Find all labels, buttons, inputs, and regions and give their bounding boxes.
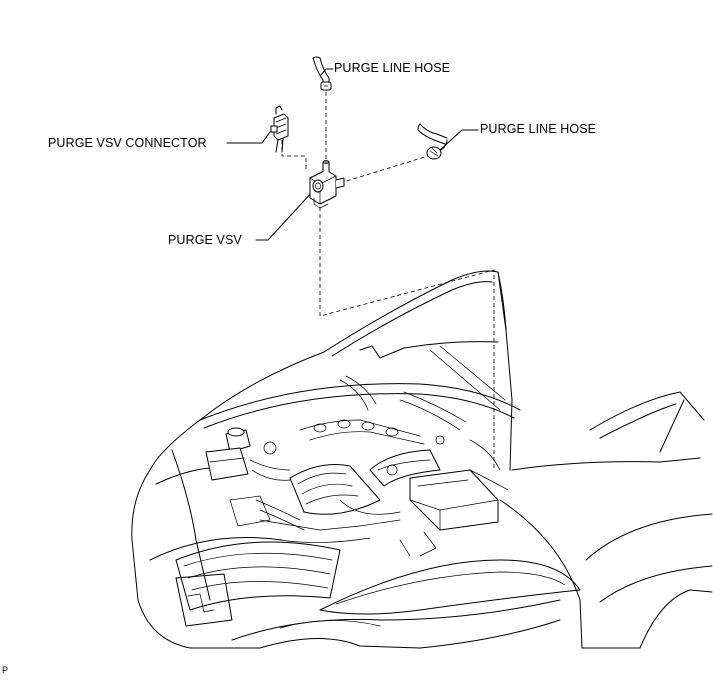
- engine-bay: [199, 375, 521, 557]
- figure-code: P: [2, 665, 9, 675]
- purge-vsv-part: [309, 160, 345, 209]
- leader-lines: [226, 68, 479, 241]
- label-purge-vsv-connector: PURGE VSV CONNECTOR: [48, 136, 207, 150]
- leader-hose-right: [439, 129, 479, 151]
- leader-connector: [226, 131, 271, 144]
- purge-vsv-connector-part: [270, 105, 289, 153]
- leader-vsv: [255, 189, 315, 241]
- alignment-lines: [281, 92, 495, 470]
- label-purge-line-hose-top: PURGE LINE HOSE: [334, 61, 451, 75]
- leader-hose-top: [320, 68, 334, 76]
- purge-line-hose-right-part: [417, 123, 448, 160]
- purge-line-hose-top-part: [312, 56, 332, 91]
- label-purge-vsv: PURGE VSV: [168, 233, 242, 247]
- label-purge-line-hose-right: PURGE LINE HOSE: [480, 122, 597, 136]
- vehicle-body: [131, 270, 713, 649]
